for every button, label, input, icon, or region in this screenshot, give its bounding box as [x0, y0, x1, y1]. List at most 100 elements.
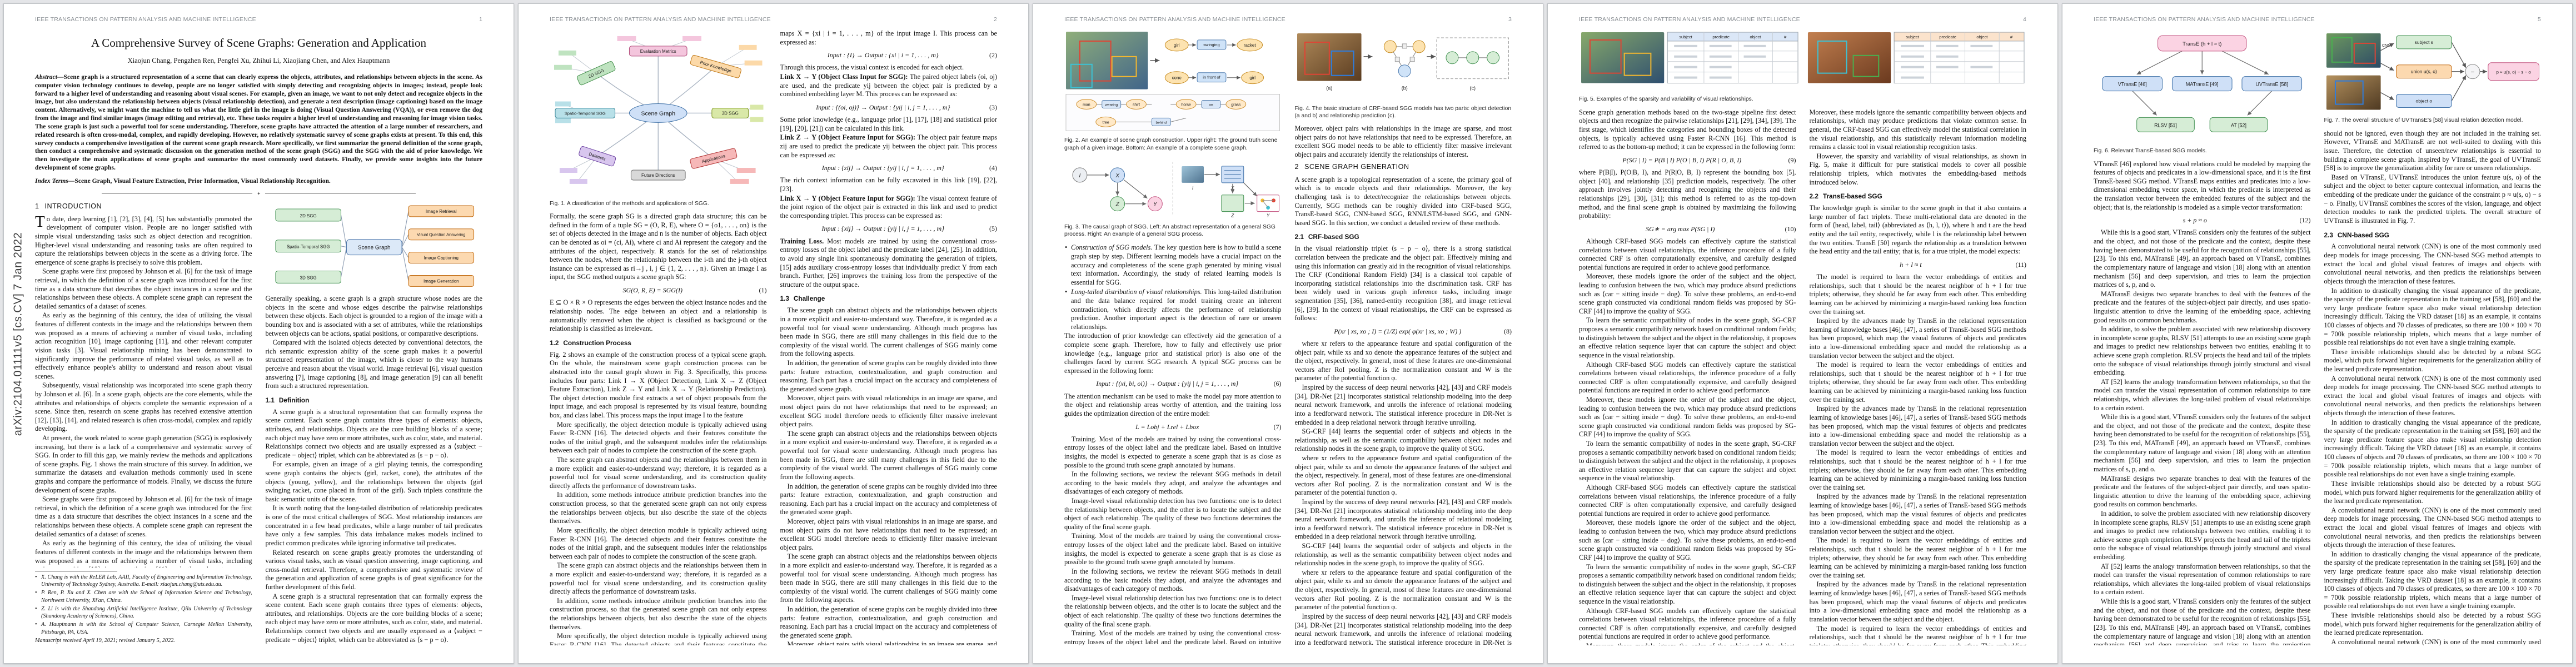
generation-node	[275, 270, 341, 283]
node-label: Visual Question Answering	[417, 232, 465, 237]
body-paragraph: Training. Most of the models are trained…	[1064, 629, 1282, 645]
body-paragraph: It is worth noting that the long-tailed …	[265, 504, 483, 547]
body-paragraph: Scene graphs were first proposed by John…	[35, 267, 252, 310]
subsection-number: 2.1	[1294, 233, 1304, 241]
footnote-line: P. Ren, P. Xu and X. Chen are with the S…	[35, 589, 252, 604]
node-label: girl	[1249, 76, 1255, 81]
node-label: on	[1209, 103, 1213, 107]
inference-panel	[1436, 37, 1509, 79]
section-number: 2	[1294, 162, 1299, 171]
predicate-node	[1197, 72, 1227, 83]
body-paragraph: Through this process, the visual context…	[780, 63, 964, 72]
svg-text:3D SGG: 3D SGG	[722, 111, 739, 116]
body-paragraph: Moreover, object pairs with relationship…	[1294, 125, 1512, 159]
authors-line: Xiaojun Chang, Pengzhen Ren, Pengfei Xu,…	[127, 57, 390, 64]
table-header: #	[2010, 34, 2013, 39]
object-feature-box	[2395, 94, 2452, 108]
table-header: predicate	[1712, 34, 1730, 39]
equation-number: (12)	[2299, 216, 2311, 225]
body-paragraph: Moreover, these models ignore the semant…	[1809, 108, 2027, 151]
body-paragraph: Although CRF-based SGG models can effect…	[1579, 606, 1796, 641]
section-number: 1	[35, 202, 39, 210]
body-paragraph: The model is required to learn the vecto…	[1809, 449, 2027, 491]
svg-text:Evaluation Metrics: Evaluation Metrics	[640, 49, 676, 54]
at-box	[2209, 117, 2268, 132]
center-label: Scene Graph	[641, 111, 675, 117]
generation-node	[275, 239, 341, 252]
bounding-boxes	[1589, 39, 1652, 76]
node-label: I	[1192, 186, 1194, 191]
equation-body: SG∗ = arg max P(SG | I)	[1646, 225, 1715, 233]
p4-right-text-flow: The model is required to learn the vecto…	[1810, 273, 2027, 645]
node-label: Y	[1153, 202, 1158, 208]
figure-3: I X Z Y	[1064, 157, 1282, 220]
index-terms-text: Scene Graph, Visual Feature Extraction, …	[74, 177, 331, 185]
body-paragraph: Related research on scene graphs greatly…	[265, 548, 483, 591]
page-number: 1	[479, 16, 482, 23]
equation-body: P(xr | xs, xo ; I) = (1/Z) exp( φ(xr | x…	[1334, 327, 1462, 335]
body-paragraph: Moreover, these models ignore the order …	[1579, 272, 1796, 315]
equation-body: Input : {xij} → Output : {yij | i, j = 1…	[821, 225, 945, 233]
body-paragraph: Link Z → Y (Object Feature Input for SGG…	[780, 133, 998, 159]
node-label: Z	[1230, 213, 1234, 218]
body-paragraph: The scene graph can abstract objects and…	[780, 306, 998, 358]
branch-evaluation: Evaluation Metrics	[629, 46, 687, 57]
p2-column-left: 2D SGG Prior Knowledge Spatio-Temporal S…	[550, 29, 767, 645]
equation-body: SG(O, R, E) = SGG(I)	[622, 286, 682, 295]
body-paragraph: To learn the semantic compatibility of n…	[1579, 440, 1796, 482]
footnote-line: Z. Li is with the Shandong Artificial In…	[35, 605, 252, 620]
body-paragraph: Image-level visual relationship detectio…	[1064, 497, 1282, 531]
training-loss-lead: Training Loss.	[780, 237, 824, 245]
journal-title: IEEE TRANSACTIONS ON PATTERN ANALYSIS AN…	[1579, 16, 1800, 23]
body-paragraph: Based on VTransE, UVTransE introduces th…	[2324, 173, 2542, 225]
paper-title: A Comprehensive Survey of Scene Graphs: …	[91, 36, 427, 49]
node-label: swinging	[1203, 42, 1219, 47]
equation-body: s + p ≈ o	[2183, 216, 2207, 225]
body-paragraph: To learn the semantic compatibility of n…	[1579, 316, 1796, 359]
abstract-text: Scene graph is a structured representati…	[35, 73, 482, 172]
branch-applications: Applications	[690, 148, 738, 169]
generation-node	[275, 208, 341, 222]
figure-3-caption: Fig. 3. The causal graph of SGG. Left: A…	[1064, 223, 1275, 237]
branch-3d-sgg: 3D SGG	[711, 107, 749, 118]
object-node	[1383, 40, 1397, 53]
input-image-thumbnail	[1065, 31, 1148, 89]
subsection-label: Definition	[278, 396, 310, 404]
page-number: 2	[993, 16, 997, 23]
body-paragraph: Inspired by the success of deep neural n…	[1294, 497, 1512, 541]
transe-root-box	[2158, 35, 2247, 52]
journal-title: IEEE TRANSACTIONS ON PATTERN ANALYSIS AN…	[1064, 16, 1285, 23]
root-label: Scene Graph	[357, 245, 390, 251]
subsection-label: TransE-based SGG	[1822, 192, 1882, 201]
index-terms: Index Terms—Scene Graph, Visual Feature …	[35, 177, 482, 186]
node-label: tree	[1103, 121, 1109, 125]
subsection-number: 1.3	[780, 295, 789, 303]
example-image-2	[1807, 32, 1891, 83]
equation-number: (9)	[1788, 156, 1796, 164]
panel-label: (b)	[1401, 86, 1407, 91]
equation-body: Input : {I} → Output : {xi | i = 1, . . …	[827, 51, 939, 59]
page-3: IEEE TRANSACTIONS ON PATTERN ANALYSIS AN…	[1033, 3, 1543, 664]
node-label: Image Generation	[423, 278, 459, 283]
node-label: RLSV [51]	[2154, 122, 2177, 128]
equation-body: Input : {(oi, oj)} → Output : {yij | i, …	[816, 103, 950, 111]
node-I	[1072, 167, 1088, 183]
body-paragraph: where xr refers to the appearance featur…	[1294, 340, 1512, 382]
page-5: IEEE TRANSACTIONS ON PATTERN ANALYSIS AN…	[2062, 3, 2573, 664]
potential-squares	[1394, 43, 1415, 62]
abstract-label: Abstract—	[35, 73, 64, 81]
node-label: subject s	[2414, 39, 2433, 45]
body-paragraph: In addition, some methods introduce attr…	[550, 491, 767, 525]
body-paragraph: Scene graph generation methods based on …	[1579, 108, 1796, 151]
body-paragraph: The model is required to learn the vecto…	[1809, 361, 2027, 404]
bounding-boxes	[2331, 37, 2376, 64]
manuscript-note: Manuscript received April 19, 2021; revi…	[35, 637, 175, 644]
application-node	[408, 228, 474, 240]
node-label: X	[1230, 186, 1234, 191]
equation-number: (11)	[2015, 260, 2026, 268]
